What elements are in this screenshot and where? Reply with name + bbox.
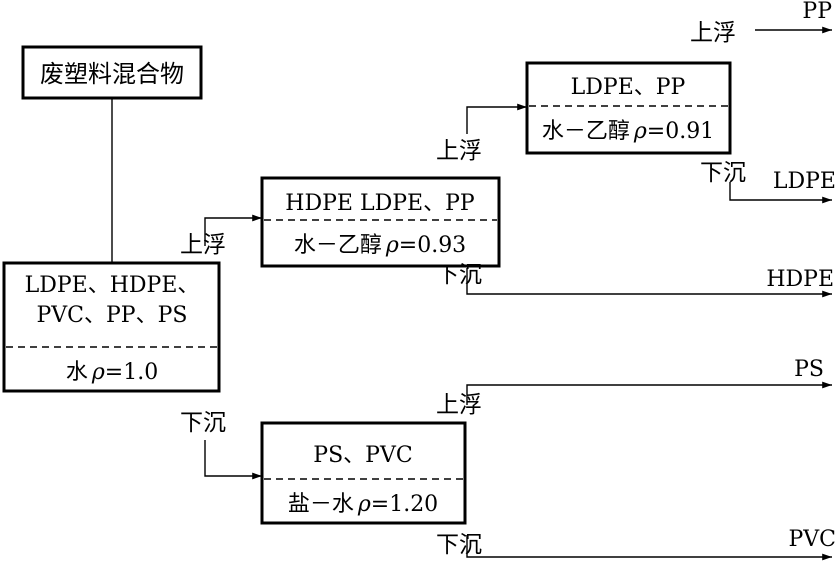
product-ps: PS [794,357,824,382]
stage3-float-materials: LDPE、PP [571,75,686,100]
stage1-sink-label: 下沉 [180,410,226,436]
stage2-sink-medium: 盐－水 [288,492,354,517]
stage1-float-label: 上浮 [180,232,226,258]
product-hdpe: HDPE [766,267,834,292]
stage3-float-medium: 水－乙醇 [542,119,630,144]
stage2-float-materials: HDPE LDPE、PP [285,191,475,216]
stage1-float-arrow [204,214,262,246]
stage2-sink-float-label: 上浮 [436,392,482,418]
stage2-float-density: =0.93 [399,233,466,258]
stage2-float-rho: ρ [385,233,399,258]
stage1-materials-line1: LDPE、HDPE、 [25,273,200,298]
pvc-output-arrow [466,535,832,561]
stage3-float-rho: ρ [633,119,647,144]
stage1-materials-line2: PVC、PP、PS [36,303,187,328]
stage2-sink-materials: PS、PVC [313,443,412,468]
product-pp: PP [802,0,832,24]
stage3-float-density: =0.91 [647,119,714,144]
stage2-float-float-label: 上浮 [436,138,482,164]
stage2-float-medium: 水－乙醇 [294,233,382,258]
source-label: 废塑料混合物 [40,60,184,88]
product-ldpe: LDPE [773,169,836,194]
stage3-sink-label: 下沉 [700,160,746,186]
ps-output-arrow [466,381,832,405]
product-pvc: PVC [788,527,836,552]
stage1-medium: 水 [66,360,88,385]
hdpe-output-arrow [466,268,832,298]
stage1-density: =1.0 [105,360,158,385]
stage3-float-label: 上浮 [690,20,736,46]
stage2-sink-sink-label: 下沉 [436,532,482,558]
stage2-float-arrow [466,103,527,134]
source-box: 废塑料混合物 [21,45,203,100]
stage1-rho: ρ [91,360,105,385]
stage2-float-sink-label: 下沉 [436,262,482,288]
stage2-sink-density: =1.20 [371,492,438,517]
ldpe-output-arrow [729,182,832,204]
stage1-sink-arrow [204,440,262,480]
stage2-sink-rho: ρ [357,492,371,517]
